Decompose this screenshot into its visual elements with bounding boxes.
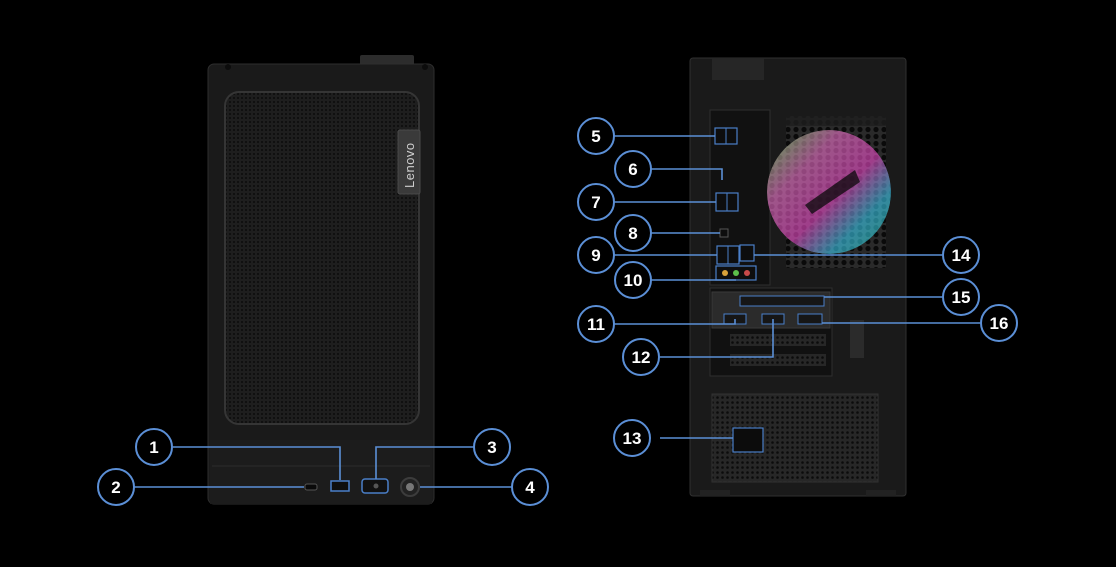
svg-text:5: 5: [591, 127, 600, 146]
svg-text:4: 4: [525, 478, 535, 497]
svg-text:15: 15: [952, 288, 971, 307]
slot-cover-2: [730, 354, 826, 366]
ethernet-port: [739, 244, 755, 262]
svg-text:12: 12: [632, 348, 651, 367]
lenovo-logo-text: Lenovo: [402, 142, 417, 188]
rear-foot-right: [866, 490, 896, 496]
svg-text:1: 1: [149, 438, 158, 457]
callout-16: 16: [980, 304, 1018, 342]
rear-view: [689, 57, 907, 497]
callout-11: 11: [577, 305, 615, 343]
leader-1: [173, 446, 341, 480]
front-io-panel: [210, 440, 432, 504]
svg-text:8: 8: [628, 224, 637, 243]
power-inlet: [732, 427, 764, 453]
svg-text:6: 6: [628, 160, 637, 179]
callout-9: 9: [577, 236, 615, 274]
usb-c-port: [304, 483, 318, 491]
callout-7: 7: [577, 183, 615, 221]
callout-2: 2: [97, 468, 135, 506]
callout-1: 1: [135, 428, 173, 466]
lenovo-logo-badge: [397, 129, 421, 195]
power-button-center: [406, 483, 414, 491]
callout-3: 3: [473, 428, 511, 466]
callout-4: 4: [511, 468, 549, 506]
leader-3: [375, 446, 474, 479]
callout-6: 6: [614, 150, 652, 188]
svg-text:14: 14: [952, 246, 971, 265]
rear-top-handle: [712, 58, 764, 80]
svg-text:3: 3: [487, 438, 496, 457]
usb-a-port-front: [330, 480, 350, 492]
audio-jack-orange: [722, 270, 728, 276]
fan-frame-top: [786, 116, 886, 126]
front-screw-right: [422, 64, 428, 70]
fan-blade-shadow: [805, 170, 860, 214]
front-screw-left: [225, 64, 231, 70]
svg-text:13: 13: [623, 429, 642, 448]
callout-13: 13: [613, 419, 651, 457]
svg-text:9: 9: [591, 246, 600, 265]
callout-badges: 1 2 3 4 5 6 7 8 9 10 11 12 13 14 15 16: [97, 117, 1018, 506]
callout-leaders: [134, 135, 980, 488]
callout-12: 12: [622, 338, 660, 376]
leader-6: [651, 168, 723, 180]
svg-text:10: 10: [624, 271, 643, 290]
rear-foot-left: [700, 490, 730, 496]
leader-11: [614, 319, 736, 325]
leader-12: [660, 319, 774, 358]
gpu-port-16: [797, 313, 823, 325]
audio-jack-hole: [373, 483, 379, 489]
svg-text:7: 7: [591, 193, 600, 212]
callout-5: 5: [577, 117, 615, 155]
callout-14: 14: [942, 236, 980, 274]
callout-10: 10: [614, 261, 652, 299]
svg-text:16: 16: [990, 314, 1009, 333]
slot-cover-1: [730, 334, 826, 346]
callout-8: 8: [614, 214, 652, 252]
port-8: [719, 228, 729, 238]
side-latch: [850, 320, 864, 358]
callout-15: 15: [942, 278, 980, 316]
audio-jack-red: [744, 270, 750, 276]
audio-jack-green: [733, 270, 739, 276]
svg-text:11: 11: [587, 315, 605, 334]
front-mesh-panel: [224, 91, 420, 425]
front-view: Lenovo: [207, 55, 435, 505]
rgb-fan: [767, 130, 891, 254]
svg-text:2: 2: [111, 478, 120, 497]
gpu-port-15: [739, 295, 825, 307]
